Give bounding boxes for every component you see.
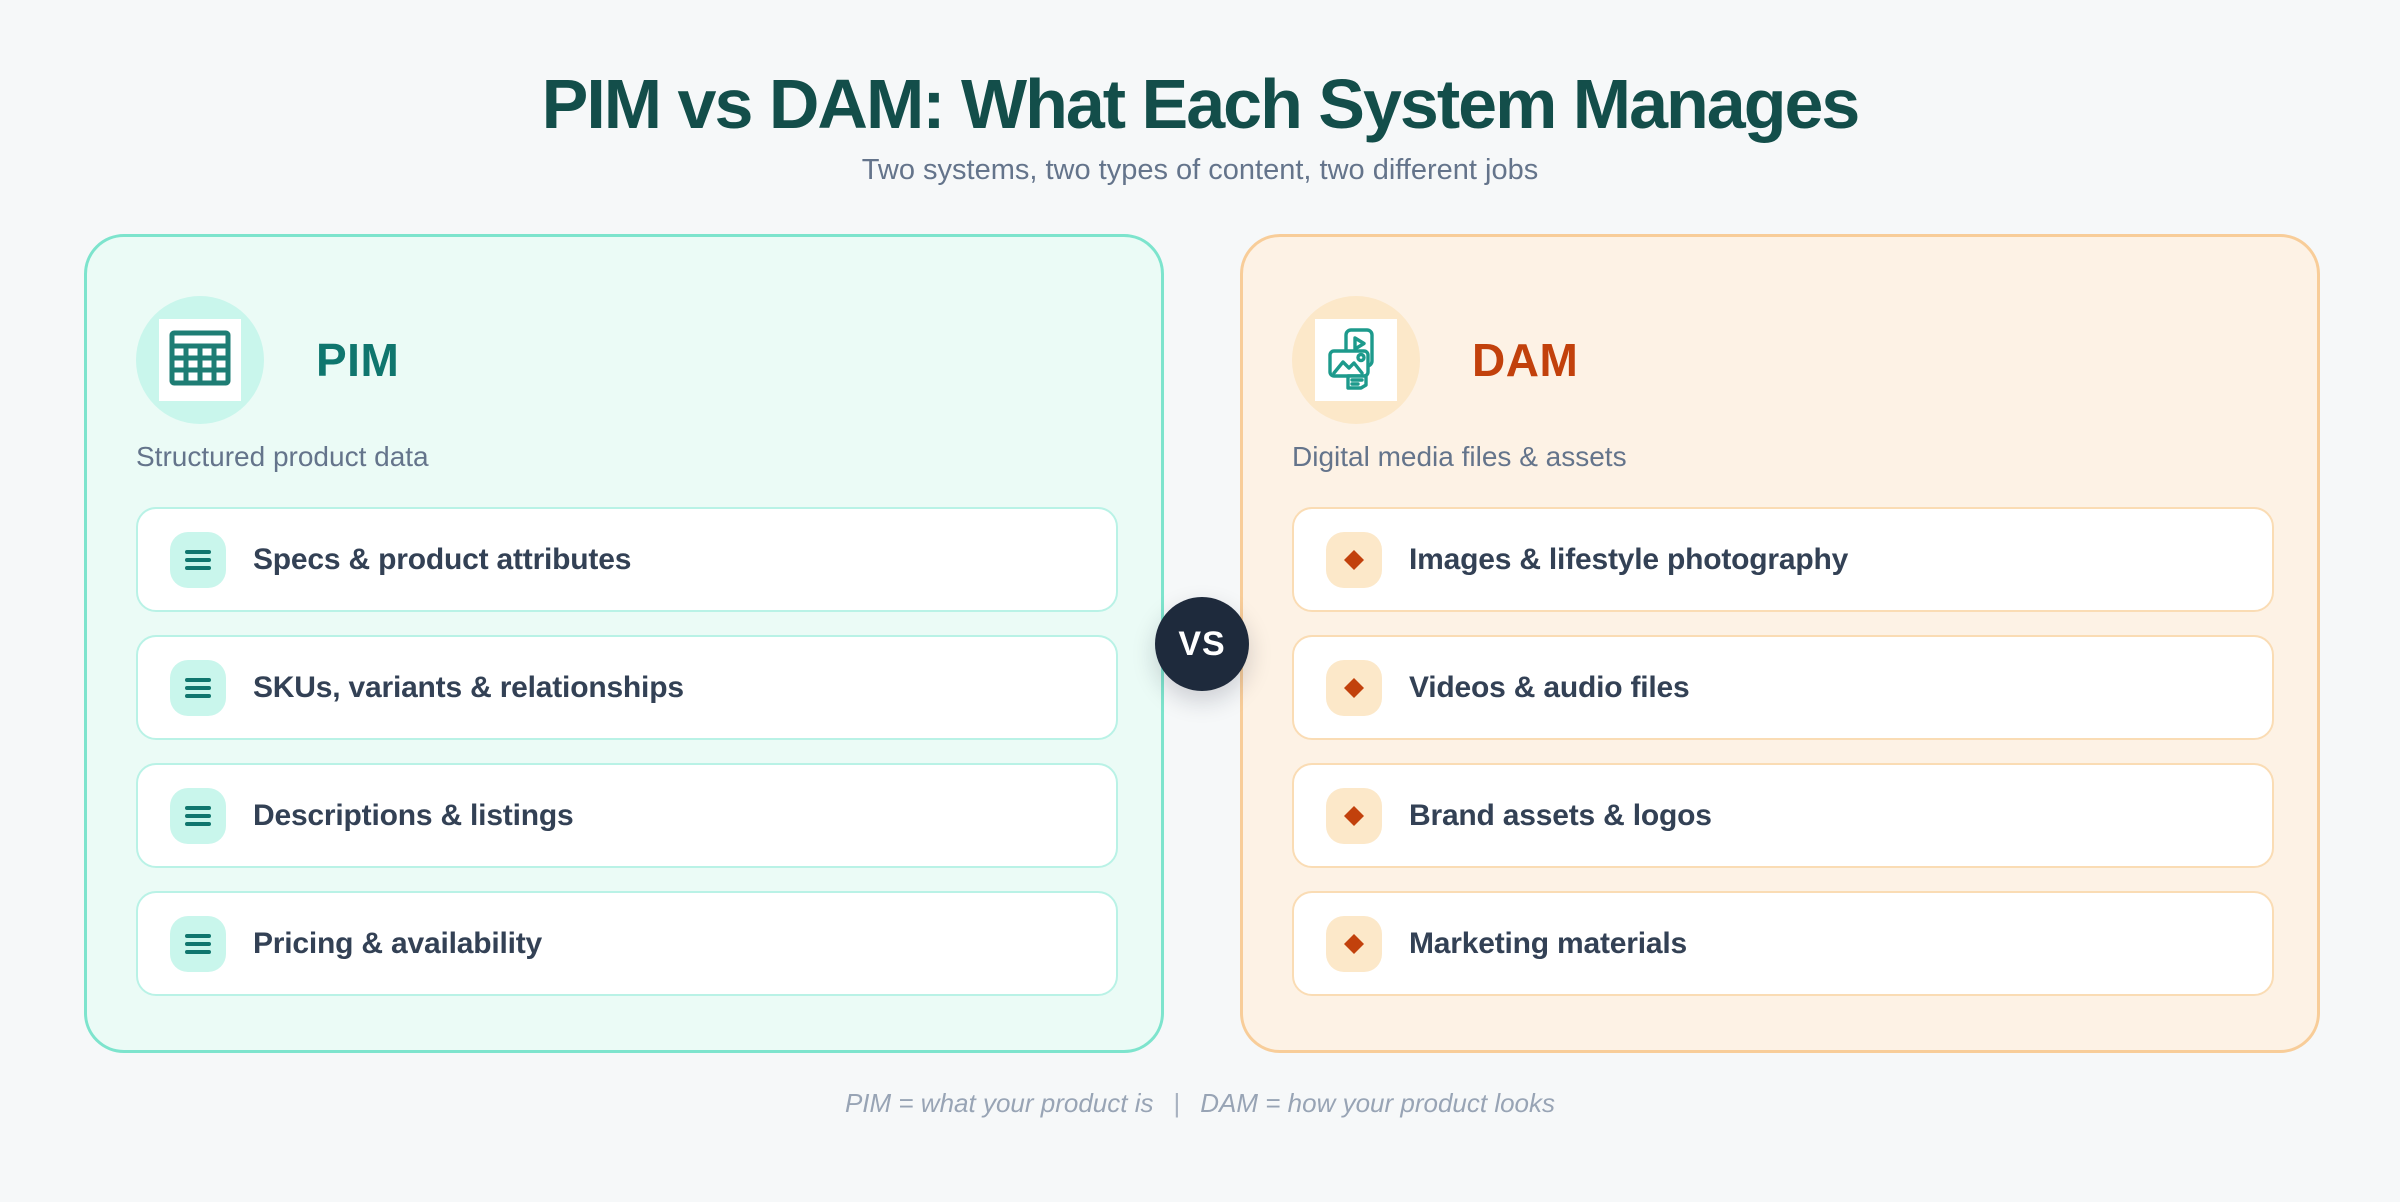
- list-item: Specs & product attributes: [136, 507, 1118, 612]
- pim-card-title: PIM: [316, 334, 400, 386]
- list-item-label: Descriptions & listings: [253, 798, 574, 832]
- pim-card-header: PIM: [136, 296, 399, 424]
- list-lines-icon: [170, 531, 226, 588]
- pim-card-description: Structured product data: [136, 441, 429, 472]
- dam-card: DAM Digital media files & assets Images …: [1240, 234, 2320, 1053]
- dam-card-header: DAM: [1292, 296, 1578, 424]
- diamond-icon: [1326, 915, 1382, 972]
- media-assets-icon: [1324, 326, 1388, 395]
- list-lines-icon: [170, 787, 226, 844]
- footer-pim-note: PIM = what your product is: [844, 1088, 1154, 1118]
- diamond-icon: [1326, 659, 1382, 716]
- pim-icon-background: [159, 319, 241, 401]
- dam-card-description: Digital media files & assets: [1292, 441, 1627, 472]
- list-lines-icon: [170, 915, 226, 972]
- list-item: SKUs, variants & relationships: [136, 635, 1118, 740]
- page-subtitle: Two systems, two types of content, two d…: [861, 154, 1539, 186]
- list-item-label: Marketing materials: [1409, 926, 1687, 960]
- dam-icon-circle: [1292, 296, 1420, 424]
- list-item: Descriptions & listings: [136, 763, 1118, 868]
- list-lines-icon: [170, 659, 226, 716]
- vs-badge: VS: [1155, 597, 1249, 691]
- list-item-label: SKUs, variants & relationships: [253, 670, 684, 704]
- pim-item-list: Specs & product attributes SKUs, variant…: [136, 507, 1118, 996]
- dam-card-title: DAM: [1472, 334, 1579, 386]
- vs-badge-label: VS: [1178, 624, 1226, 663]
- footer-dam-note: DAM = how your product looks: [1200, 1088, 1556, 1118]
- list-item-label: Specs & product attributes: [253, 542, 632, 576]
- footer-note: PIM = what your product is | DAM = how you…: [0, 1088, 2400, 1119]
- list-item: Pricing & availability: [136, 891, 1118, 996]
- list-item: Brand assets & logos: [1292, 763, 2274, 868]
- list-item-label: Pricing & availability: [253, 926, 543, 960]
- dam-item-list: Images & lifestyle photography Videos & …: [1292, 507, 2274, 996]
- list-item-label: Videos & audio files: [1409, 670, 1690, 704]
- diamond-icon: [1326, 787, 1382, 844]
- list-item-label: Images & lifestyle photography: [1409, 542, 1849, 576]
- footer-separator: |: [1173, 1088, 1181, 1118]
- diamond-icon: [1326, 531, 1382, 588]
- list-item: Videos & audio files: [1292, 635, 2274, 740]
- pim-card: PIM Structured product data Specs & prod…: [84, 234, 1164, 1053]
- list-item: Marketing materials: [1292, 891, 2274, 996]
- table-grid-icon: [169, 329, 231, 392]
- pim-icon-circle: [136, 296, 264, 424]
- dam-icon-background: [1315, 319, 1397, 401]
- list-item: Images & lifestyle photography: [1292, 507, 2274, 612]
- page-title: PIM vs DAM: What Each System Manages: [541, 65, 1861, 143]
- list-item-label: Brand assets & logos: [1409, 798, 1712, 832]
